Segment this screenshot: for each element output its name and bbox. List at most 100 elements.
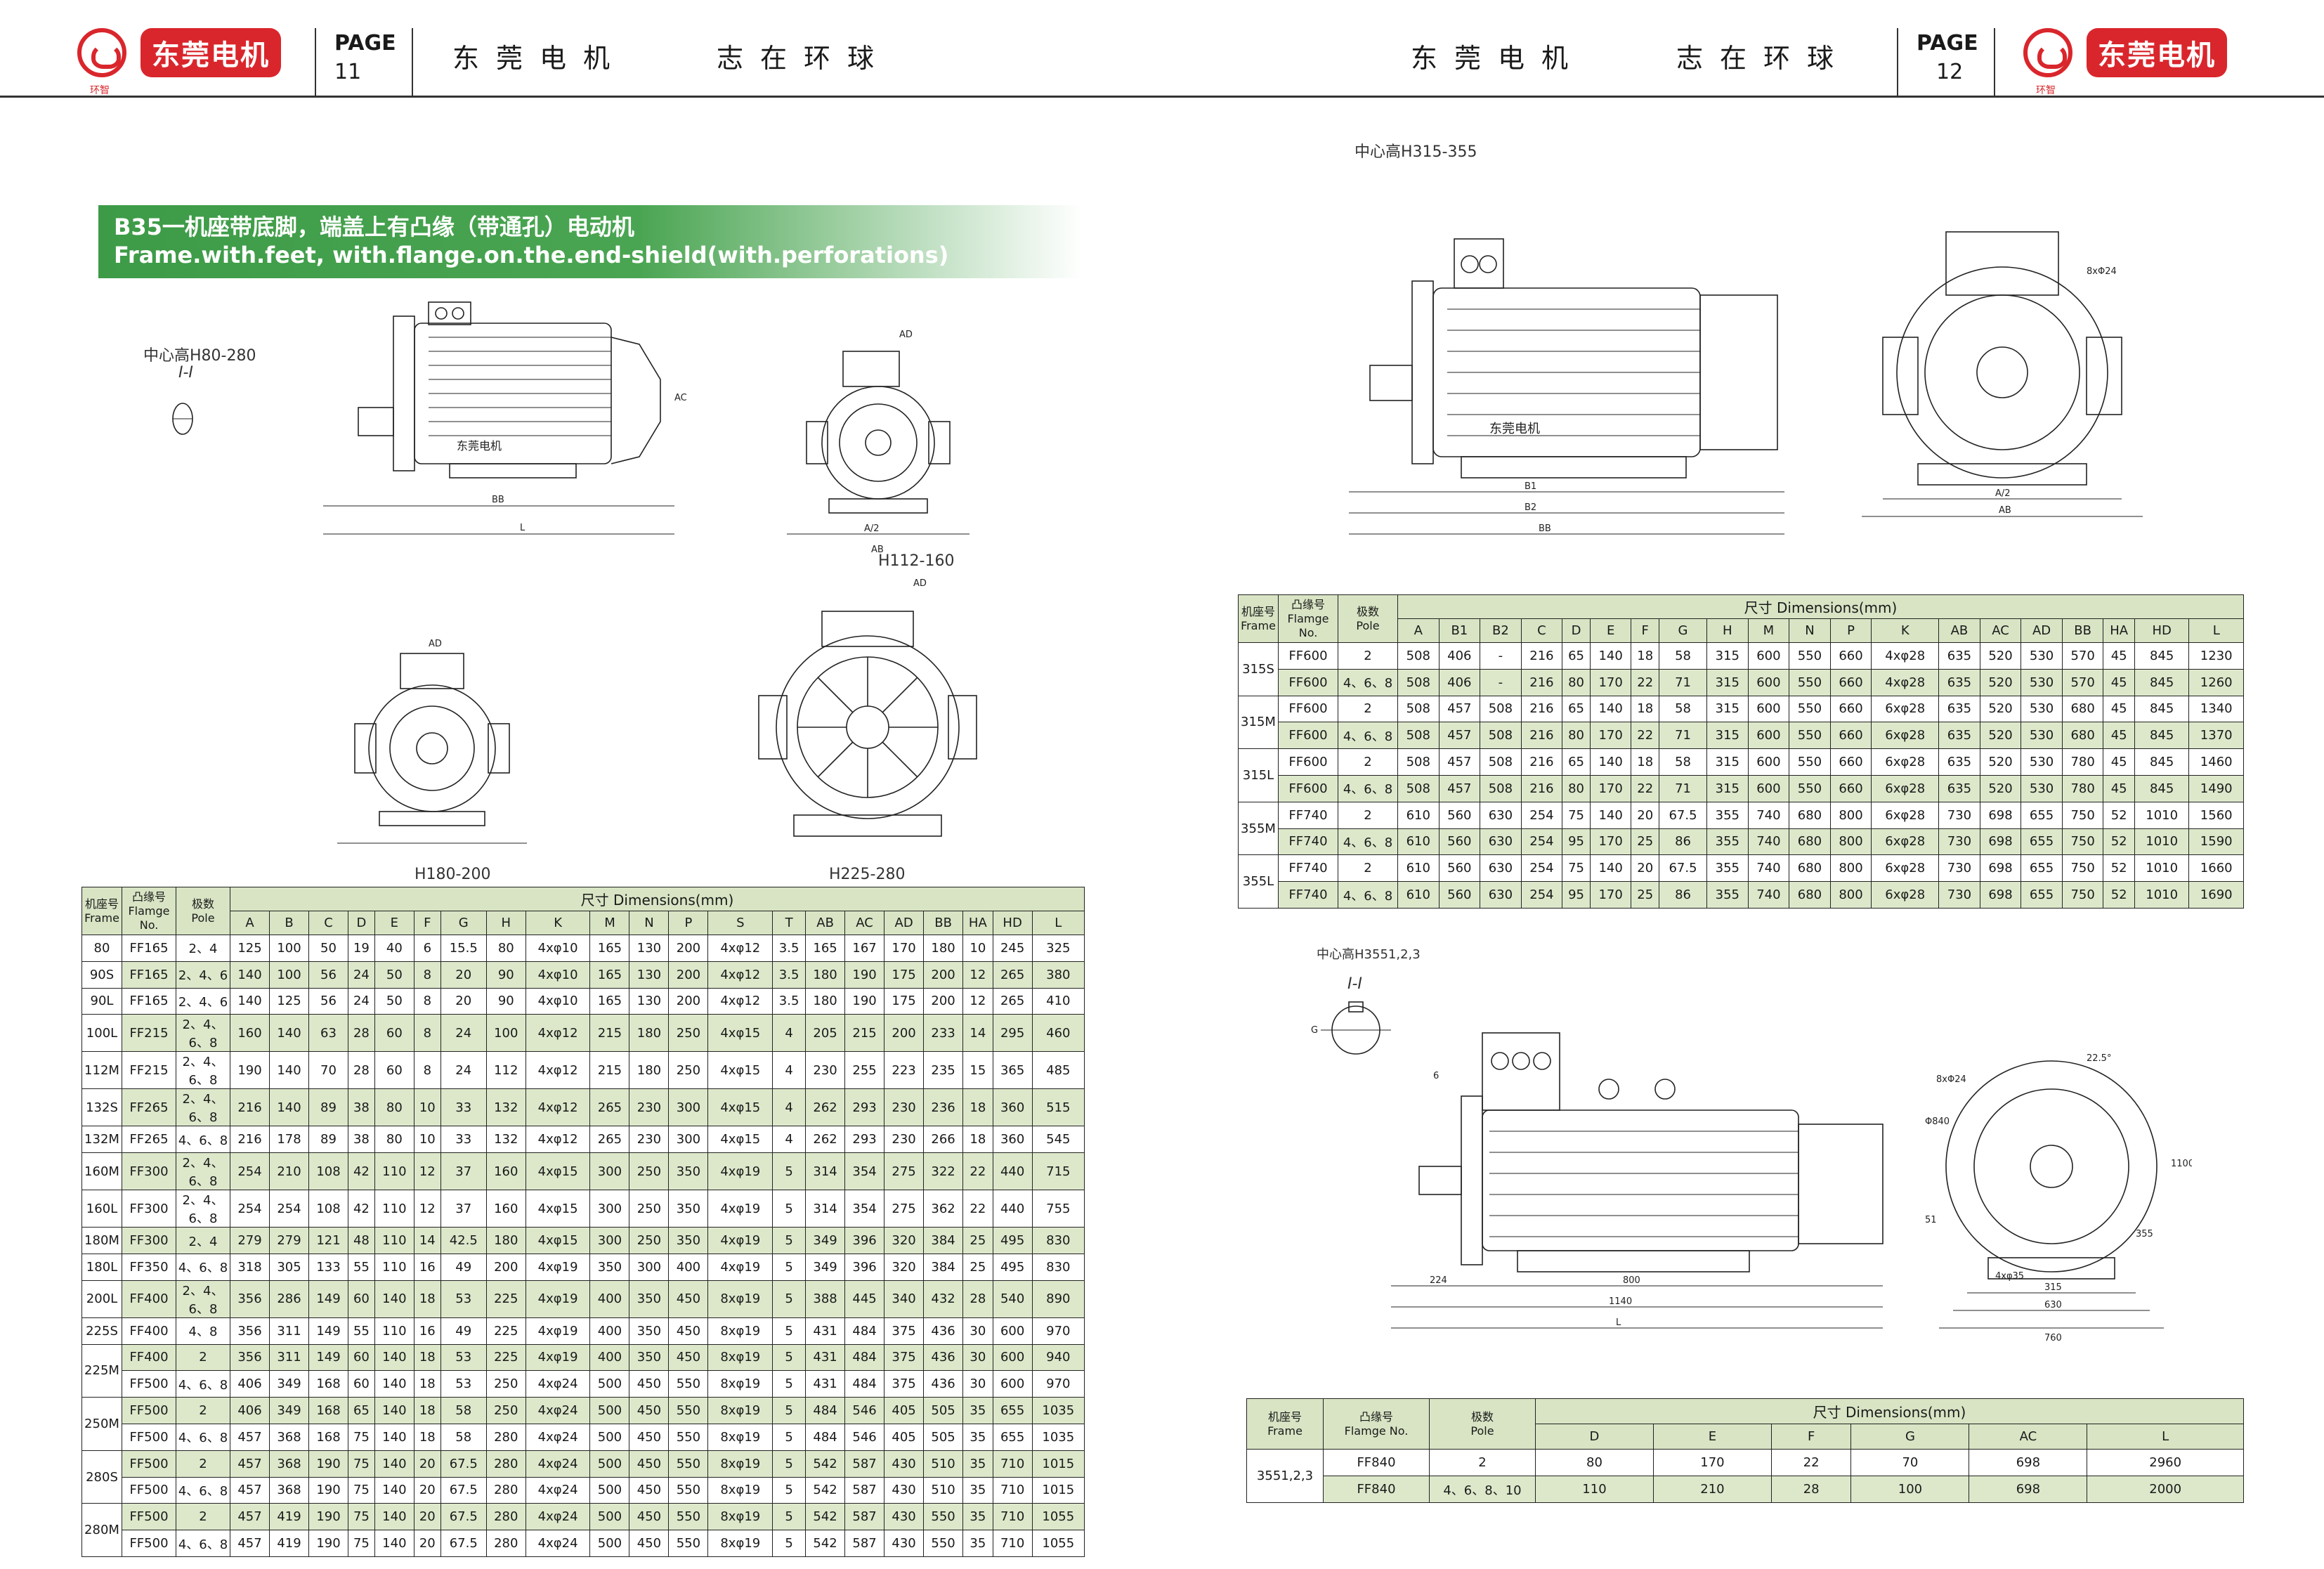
cell-value: 570	[2061, 668, 2104, 696]
cell-value: 8xφ19	[707, 1397, 773, 1424]
cell-value: 6xφ28	[1871, 774, 1940, 802]
cell-value: 30	[962, 1317, 993, 1345]
cell-value: 349	[805, 1227, 846, 1254]
svg-text:AB: AB	[1999, 505, 2011, 516]
cell-value: 3.5	[772, 961, 807, 989]
cell-value: 542	[805, 1476, 846, 1504]
cell-pole: 2	[1429, 1449, 1536, 1476]
cell-value: 530	[2021, 774, 2063, 802]
cell-value: 140	[1589, 642, 1632, 670]
cell-value: 1010	[2134, 854, 2190, 883]
cell-value: 311	[269, 1343, 309, 1372]
cell-value: 780	[2061, 748, 2104, 776]
cell-value: 655	[2021, 828, 2063, 856]
col-d: D	[348, 911, 375, 935]
cell-value: 4xφ15	[525, 1190, 591, 1228]
cell-value: 305	[269, 1253, 309, 1281]
slogan-left-b: 志在环球	[717, 43, 892, 74]
cell-value: 190	[308, 1450, 348, 1478]
cell-value: 200	[668, 961, 709, 989]
cell-value: 457	[230, 1450, 270, 1478]
cell-value: 630	[1480, 854, 1522, 883]
cell-value: 410	[1031, 987, 1085, 1015]
cell-value: 22	[1770, 1449, 1852, 1476]
cell-value: 845	[2134, 695, 2190, 723]
cell-value: 149	[308, 1317, 348, 1345]
cell-value: 508	[1397, 722, 1440, 750]
cell-value: 280	[485, 1530, 526, 1557]
drawing-label-h112-160: H112-160	[878, 552, 955, 570]
cell-value: 450	[668, 1317, 709, 1345]
cell-value: 4xφ12	[525, 1126, 591, 1154]
cell-value: 53	[440, 1280, 487, 1318]
cell-value: 550	[1789, 774, 1831, 802]
cell-value: 20	[1631, 801, 1659, 829]
cell-value: 1055	[1031, 1530, 1085, 1557]
cell-value: 56	[308, 961, 348, 989]
cell-value: 1370	[2188, 722, 2244, 750]
cell-pole: 2、4、6	[176, 987, 230, 1015]
cell-value: 405	[884, 1397, 925, 1424]
cell-value: 600	[992, 1370, 1033, 1398]
cell-value: 67.5	[1658, 854, 1708, 883]
cell-value: 430	[884, 1450, 925, 1478]
cell-flange: FF500	[122, 1476, 176, 1504]
dim-header: 尺寸 Dimensions(mm)	[1397, 594, 2244, 619]
cell-value: 190	[230, 1051, 270, 1090]
cell-value: 314	[805, 1190, 846, 1228]
col-g: G	[440, 911, 487, 935]
cell-value: 698	[1979, 854, 2022, 883]
cell-value: 508	[1480, 774, 1522, 802]
cell-value: 4xφ24	[525, 1397, 591, 1424]
cell-value: 168	[308, 1423, 348, 1451]
col-n: N	[1789, 618, 1831, 643]
svg-text:4xφ35: 4xφ35	[1995, 1271, 2024, 1282]
col-f: F	[1631, 618, 1659, 643]
cell-value: 67.5	[440, 1530, 487, 1557]
cell-value: 89	[308, 1126, 348, 1154]
cell-value: 550	[1789, 748, 1831, 776]
col-ac: AC	[844, 911, 885, 935]
cell-value: 19	[348, 935, 375, 962]
cell-value: 550	[668, 1530, 709, 1557]
cell-value: 80	[1562, 668, 1591, 696]
cell-value: 230	[884, 1126, 925, 1154]
cell-value: 4xφ19	[525, 1317, 591, 1345]
cell-value: 546	[844, 1397, 885, 1424]
cell-value: 520	[1979, 774, 2022, 802]
cell-value: 216	[1520, 748, 1563, 776]
cell-value: 1055	[1031, 1503, 1085, 1531]
cell-value: 190	[308, 1530, 348, 1557]
cell-value: 550	[923, 1530, 964, 1557]
cell-value: -	[1480, 668, 1522, 696]
cell-flange: FF600	[1278, 722, 1338, 750]
cell-value: 6xφ28	[1871, 801, 1940, 829]
svg-text:东莞电机: 东莞电机	[457, 439, 502, 453]
cell-value: 25	[1631, 881, 1659, 909]
page-box-right: PAGE 12	[1897, 28, 1995, 96]
cell-value: 800	[1829, 801, 1872, 829]
col-b1: B1	[1438, 618, 1481, 643]
cell-value: 4xφ15	[707, 1051, 773, 1090]
cell-value: 8	[413, 961, 441, 989]
cell-value: 235	[923, 1051, 964, 1090]
cell-value: 530	[2021, 722, 2063, 750]
cell-value: 225	[485, 1317, 526, 1345]
cell-value: 540	[992, 1280, 1033, 1318]
brand-logo-right: 环智 东莞电机	[2023, 28, 2227, 96]
col-d: D	[1562, 618, 1591, 643]
cell-value: 940	[1031, 1343, 1085, 1372]
cell-value: 110	[1535, 1476, 1654, 1503]
cell-value: 1260	[2188, 668, 2244, 696]
cell-value: 160	[230, 1014, 270, 1053]
cell-value: 4	[772, 1051, 807, 1090]
svg-text:B2: B2	[1525, 502, 1536, 513]
cell-value: 42	[348, 1190, 375, 1228]
cell-flange: FF840	[1323, 1476, 1430, 1503]
cell-value: 38	[348, 1126, 375, 1154]
drawing-label-h355: 中心高H3551,2,3	[1317, 947, 1421, 962]
